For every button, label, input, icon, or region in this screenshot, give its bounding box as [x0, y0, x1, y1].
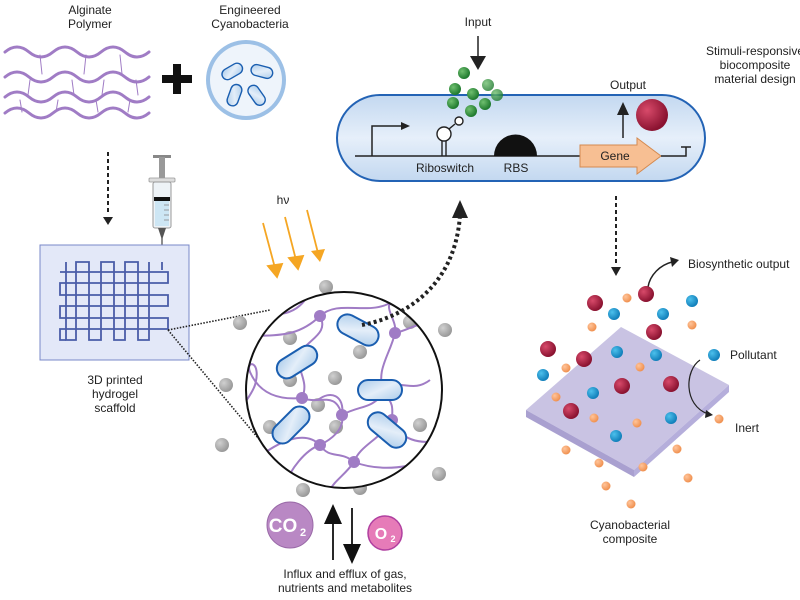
- rbs-icon: [494, 134, 537, 156]
- composite-arrow-down: [611, 196, 621, 276]
- design-label-line1: Stimuli-responsive: [705, 44, 800, 58]
- cyanobacteria-label: Engineered Cyanobacteria: [195, 3, 305, 31]
- composite-label-line1: Cyanobacterial: [589, 518, 671, 532]
- cyanobacterial-composite-plate: [526, 327, 729, 477]
- input-label: Input: [464, 15, 492, 29]
- gene-arrow-icon: [579, 137, 662, 175]
- o2-label: O: [375, 526, 387, 543]
- co2-subscript: 2: [300, 527, 306, 539]
- gas-exchange-label-line1: Influx and efflux of gas,: [283, 567, 407, 581]
- output-molecule-icon: [636, 99, 668, 131]
- promoter-icon: [371, 125, 402, 156]
- design-label: Stimuli-responsive biocomposite material…: [690, 44, 800, 86]
- alginate-polymer-icon: [3, 45, 151, 120]
- light-label: hν: [276, 193, 290, 207]
- terminator-icon: [661, 146, 691, 157]
- biosynthetic-output-label: Biosynthetic output: [688, 257, 790, 271]
- cyanobacteria-label-line1: Engineered: [219, 3, 281, 17]
- zoom-indicator-lines: [167, 309, 271, 439]
- output-label: Output: [609, 78, 647, 92]
- biosynthetic-output-arrow: [647, 261, 673, 288]
- process-arrow-down: [103, 152, 113, 225]
- particle: [432, 467, 446, 481]
- pollutant-label: Pollutant: [730, 348, 777, 362]
- particle: [438, 323, 452, 337]
- particle: [296, 483, 310, 497]
- circuit-arrow: [361, 200, 468, 327]
- particle: [319, 280, 333, 294]
- rbs-label: RBS: [503, 161, 529, 175]
- scaffold-label-line1: 3D printed: [87, 373, 143, 387]
- cyanobacteria-label-line2: Cyanobacteria: [211, 17, 289, 31]
- plus-icon: [162, 64, 192, 94]
- o2-icon: O 2: [367, 515, 403, 551]
- particle: [215, 438, 229, 452]
- inducer-molecules: [447, 67, 503, 117]
- gas-exchange-label: Influx and efflux of gas, nutrients and …: [255, 567, 435, 595]
- scaffold-label-line2: hydrogel: [91, 387, 139, 401]
- alginate-label-line1: Alginate: [68, 3, 112, 17]
- alginate-label: Alginate Polymer: [45, 3, 135, 31]
- gas-exchange-label-line2: nutrients and metabolites: [277, 581, 413, 595]
- riboswitch-label: Riboswitch: [415, 161, 475, 175]
- input-arrow: [470, 36, 486, 70]
- alginate-label-line2: Polymer: [67, 17, 112, 31]
- gene-label: Gene: [600, 149, 630, 163]
- scaffold-label: 3D printed hydrogel scaffold: [65, 373, 165, 415]
- co2-label: CO: [269, 516, 298, 537]
- o2-subscript: 2: [390, 534, 395, 544]
- inert-molecules: [551, 293, 724, 509]
- scaffold-label-line3: scaffold: [94, 401, 136, 415]
- riboswitch-icon: [436, 116, 464, 156]
- design-label-line3: material design: [714, 72, 796, 86]
- output-molecules: [540, 286, 679, 419]
- design-label-line2: biocomposite: [719, 58, 791, 72]
- hydrogel-zoom-circle: [245, 291, 443, 489]
- cyanobacteria-dish-icon: [206, 40, 286, 120]
- pollutant-molecules: [537, 295, 720, 442]
- hydrogel-scaffold-icon: [39, 244, 190, 361]
- genetic-circuit-cell: [336, 94, 706, 182]
- inert-label: Inert: [735, 421, 760, 435]
- composite-label: Cyanobacterial composite: [575, 518, 685, 546]
- particle: [219, 378, 233, 392]
- particle: [233, 316, 247, 330]
- co2-icon: CO 2: [266, 501, 314, 549]
- arrow-head: [670, 257, 679, 267]
- arrow-head: [705, 410, 713, 418]
- syringe-icon: [148, 155, 176, 268]
- inert-arrow: [688, 359, 709, 415]
- composite-label-line2: composite: [602, 532, 658, 546]
- light-arrows-icon: [262, 209, 325, 279]
- gas-exchange-arrows: [324, 504, 361, 564]
